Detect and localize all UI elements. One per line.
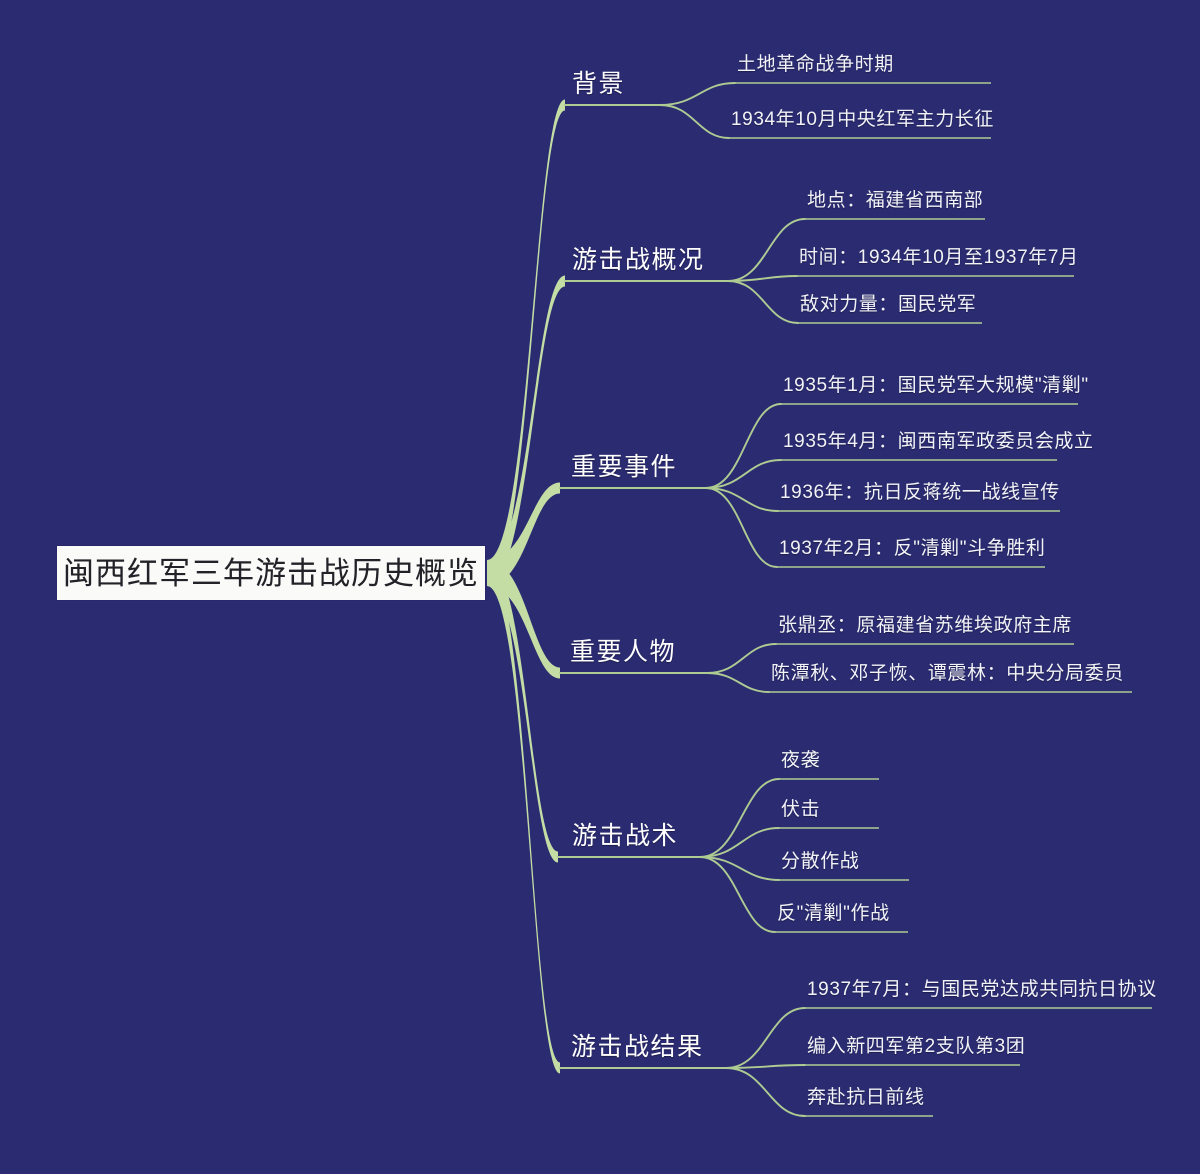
leaf-label[interactable]: 地点：福建省西南部 — [807, 190, 984, 211]
branch-label[interactable]: 游击战术 — [572, 822, 679, 850]
leaf-label[interactable]: 分散作战 — [781, 851, 860, 872]
leaf-label[interactable]: 夜袭 — [781, 750, 821, 771]
leaf-label[interactable]: 反"清剿"作战 — [777, 903, 890, 924]
leaf-label[interactable]: 1936年：抗日反蒋统一战线宣传 — [780, 482, 1060, 503]
branch-label[interactable]: 游击战概况 — [572, 246, 705, 274]
root-node[interactable]: 闽西红军三年游击战历史概览 — [57, 546, 485, 600]
leaf-label[interactable]: 张鼎丞：原福建省苏维埃政府主席 — [778, 615, 1073, 636]
leaf-label[interactable]: 编入新四军第2支队第3团 — [807, 1036, 1026, 1057]
leaf-label[interactable]: 1934年10月中央红军主力长征 — [731, 109, 995, 130]
leaf-label[interactable]: 伏击 — [781, 799, 821, 820]
leaf-label[interactable]: 土地革命战争时期 — [737, 54, 894, 75]
leaf-label[interactable]: 奔赴抗日前线 — [807, 1087, 925, 1108]
leaf-label[interactable]: 陈潭秋、邓子恢、谭震林：中央分局委员 — [771, 663, 1124, 684]
branch-label[interactable]: 背景 — [572, 70, 626, 98]
leaf-label[interactable]: 1935年1月：国民党军大规模"清剿" — [783, 375, 1089, 396]
leaf-label[interactable]: 1935年4月：闽西南军政委员会成立 — [783, 431, 1094, 452]
leaf-label[interactable]: 1937年2月：反"清剿"斗争胜利 — [779, 538, 1046, 559]
leaf-label[interactable]: 时间：1934年10月至1937年7月 — [799, 247, 1079, 268]
branch-label[interactable]: 重要事件 — [571, 453, 678, 481]
leaf-label[interactable]: 1937年7月：与国民党达成共同抗日协议 — [807, 979, 1157, 1000]
leaf-label[interactable]: 敌对力量：国民党军 — [800, 294, 977, 315]
branch-label[interactable]: 重要人物 — [570, 638, 677, 666]
branch-label[interactable]: 游击战结果 — [571, 1033, 704, 1061]
